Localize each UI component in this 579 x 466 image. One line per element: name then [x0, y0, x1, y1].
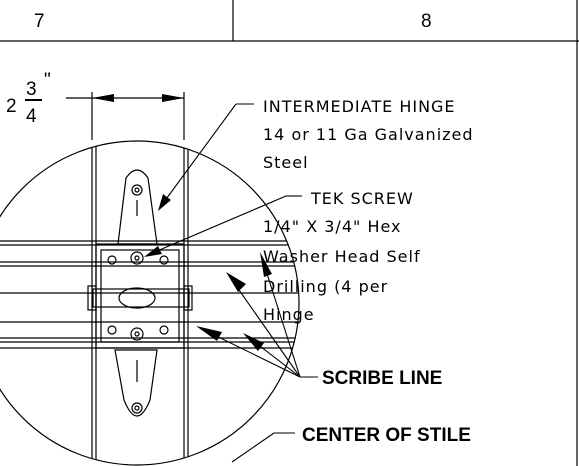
center-of-stile-callout: CENTER OF STILE: [231, 425, 471, 463]
screw-label-per: Hinge: [263, 305, 315, 324]
screw-label-size: 1/4" X 3/4" Hex: [263, 217, 402, 236]
screw-icon: [130, 327, 144, 341]
hinge-label-material-2: Steel: [263, 153, 309, 172]
center-of-stile-label: CENTER OF STILE: [302, 425, 471, 446]
dimension-unit: ": [44, 70, 51, 91]
door-section: [0, 141, 299, 465]
hinge-width-dimension: 2 3 4 ": [6, 70, 185, 140]
screw-label-title: TEK SCREW: [310, 189, 414, 208]
dimension-denominator: 4: [26, 106, 37, 127]
hinge-lower-hole: [131, 402, 143, 414]
hinge-callout: INTERMEDIATE HINGE 14 or 11 Ga Galvanize…: [158, 97, 474, 211]
scribe-line-callout: SCRIBE LINE: [196, 252, 442, 389]
screw-label-type: Washer Head Self: [263, 247, 421, 266]
hinge-label-title: INTERMEDIATE HINGE: [263, 97, 456, 116]
hinge-label-material: 14 or 11 Ga Galvanized: [263, 125, 474, 144]
column-number-8: 8: [421, 11, 432, 32]
column-number-7: 7: [34, 11, 45, 32]
screw-icon: [130, 251, 144, 265]
intermediate-hinge: [87, 169, 193, 417]
screw-label-drilling: Drilling (4 per: [263, 277, 388, 296]
screw-callout: TEK SCREW 1/4" X 3/4" Hex Washer Head Se…: [144, 189, 421, 324]
hinge-upper-hole: [131, 184, 143, 196]
dimension-numerator: 3: [26, 79, 37, 100]
dimension-whole: 2: [6, 96, 17, 117]
scribe-line-label: SCRIBE LINE: [322, 368, 442, 389]
detail-circle: [0, 140, 300, 466]
